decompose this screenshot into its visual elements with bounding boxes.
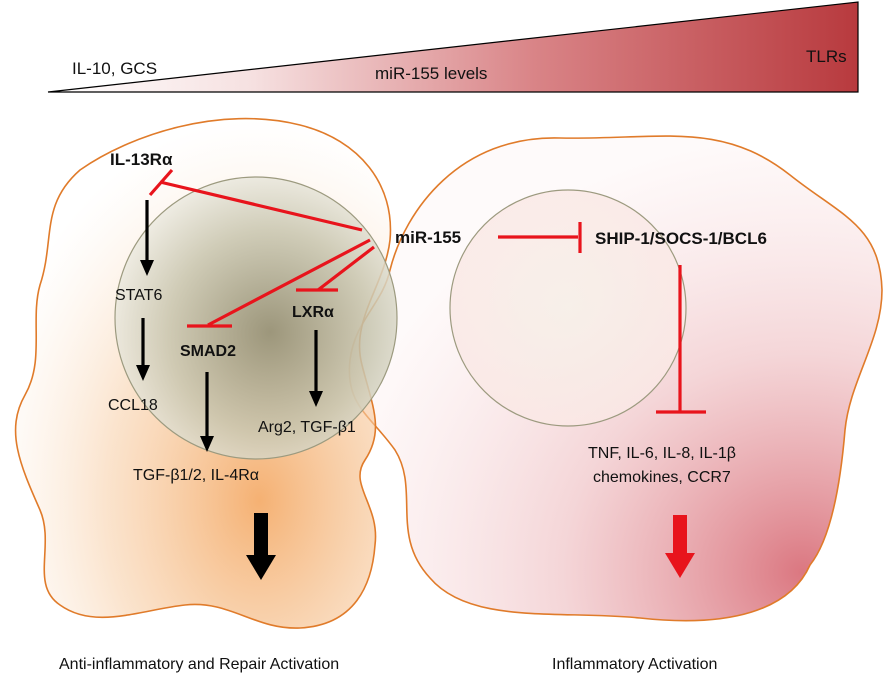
smad2-label: SMAD2 <box>180 343 236 360</box>
bar-left-label: IL-10, GCS <box>72 59 157 78</box>
activation-arrows <box>136 200 323 452</box>
chemokines-ccr7-label: chemokines, CCR7 <box>593 469 731 486</box>
inhibit-mir-to-smad2 <box>207 238 371 327</box>
inhibit-mir-to-lxra <box>317 245 375 292</box>
arg2-tgf-label: Arg2, TGF-β1 <box>258 419 356 436</box>
arrow-smad2-to-tgf <box>200 436 214 452</box>
ccl18-label: CCL18 <box>108 397 158 414</box>
inhibition-lines <box>148 168 706 414</box>
arrow-il13ra-to-stat6 <box>140 260 154 276</box>
il13ra-label: IL-13Rα <box>110 150 173 169</box>
tgf-il4ra-label: TGF-β1/2, IL-4Rα <box>133 467 259 484</box>
right-cell-nucleus <box>449 189 687 427</box>
inhibit-bar-il13ra <box>148 168 174 197</box>
left-output-arrow <box>246 513 276 580</box>
left-caption: Anti-inflammatory and Repair Activation <box>59 656 339 673</box>
arrow-lxra-to-arg2 <box>309 391 323 407</box>
gradient-wedge <box>47 1 859 93</box>
stat6-label: STAT6 <box>115 287 163 304</box>
ship1-socs1-bcl6-label: SHIP-1/SOCS-1/BCL6 <box>595 229 767 248</box>
arrow-stat6-to-ccl18 <box>136 365 150 381</box>
mir155-label: miR-155 <box>395 228 461 247</box>
right-output-arrow <box>665 515 695 578</box>
bar-center-label: miR-155 levels <box>375 64 487 83</box>
left-cell-nucleus <box>114 176 398 460</box>
tnf-cytokines-label: TNF, IL-6, IL-8, IL-1β <box>588 445 736 462</box>
bar-right-label: TLRs <box>806 47 847 66</box>
lxra-label: LXRα <box>292 304 334 321</box>
right-caption: Inflammatory Activation <box>552 656 717 673</box>
inhibit-mir-to-il13ra <box>159 180 363 232</box>
